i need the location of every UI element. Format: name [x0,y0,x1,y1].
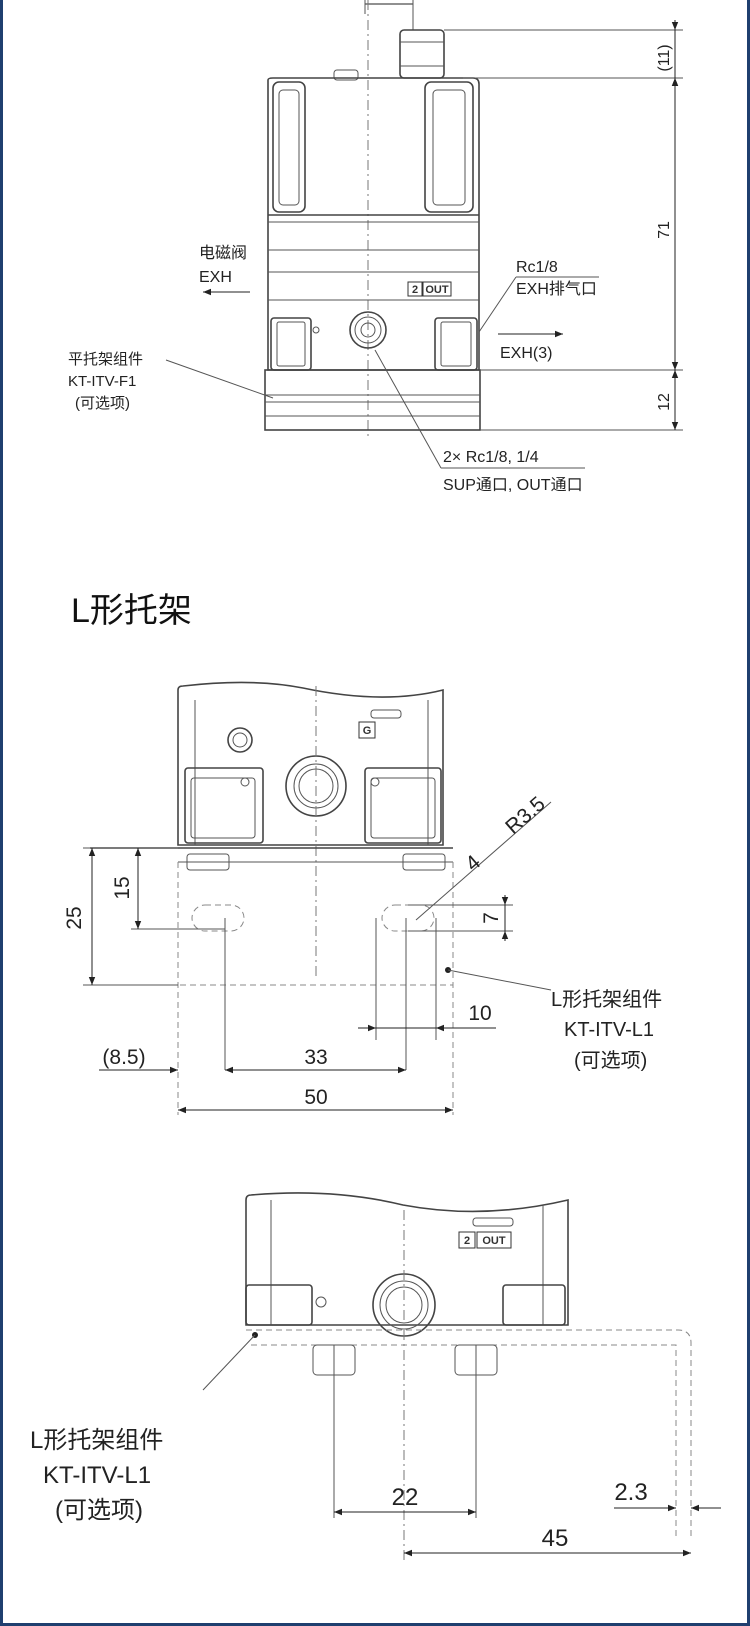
side-l-bracket-label: L形托架组件 [30,1427,163,1454]
solenoid-exh-label: EXH [199,269,232,286]
solenoid-label: 电磁阀 [199,244,247,262]
dim-8-5: (8.5) [102,1046,145,1069]
g-badge [358,721,376,739]
dim-45: 45 [542,1525,569,1552]
front-l-bracket-model: KT-ITV-L1 [564,1019,654,1041]
svg-text:G: G [363,725,372,737]
svg-text:2: 2 [412,284,418,296]
side-body [245,1192,569,1326]
svg-text:2: 2 [464,1235,470,1247]
technical-drawing: 2 OUT (11) 71 12 电磁阀 EXH Rc1/8 EXH排气口 [30,0,721,1560]
side-view: 2 OUT 22 2.3 45 L形托架组件 KT-ITV-L1 ( [30,1192,721,1560]
dim-15: 15 [111,876,134,899]
flat-bracket-label: 平托架组件 [68,351,143,368]
front-view: G 25 15 [63,681,662,1115]
flat-bracket [264,369,481,431]
dim-11: (11) [656,44,673,71]
dim-7: 7 [480,912,503,924]
dim-71: 71 [656,221,673,239]
section-title: L形托架 [71,592,192,630]
front-l-bracket-label: L形托架组件 [551,988,662,1011]
flat-bracket-optional: (可选项) [75,395,130,412]
dim-12: 12 [656,393,673,411]
out-badge: 2 OUT [407,281,452,297]
svg-text:OUT: OUT [425,284,449,296]
front-l-bracket-optional: (可选项) [574,1049,647,1072]
side-out-badge [458,1231,476,1249]
top-view: 2 OUT (11) 71 12 电磁阀 EXH Rc1/8 EXH排气口 [68,0,683,494]
gauge-icon [227,727,253,753]
dim-33: 33 [304,1046,327,1069]
dim-10: 10 [468,1002,491,1025]
regulator-body [267,77,480,371]
side-l-bracket-model: KT-ITV-L1 [43,1462,151,1489]
exh3-label: EXH(3) [500,345,552,362]
svg-text:OUT: OUT [482,1235,506,1247]
top-connector [333,29,445,81]
dim-r3-5: R3.5 [501,792,550,838]
flat-bracket-model: KT-ITV-F1 [68,373,136,390]
dim-2-3: 2.3 [614,1479,647,1506]
exh-port-label: EXH排气口 [516,280,597,298]
rc18-label: Rc1/8 [516,259,558,276]
dim-25: 25 [63,906,86,929]
dim-50: 50 [304,1086,327,1109]
ports-size: 2× Rc1/8, 1/4 [443,449,539,466]
dim-22: 22 [392,1484,419,1511]
side-l-bracket-optional: (可选项) [55,1497,143,1524]
front-body [177,681,444,846]
ports-name: SUP通口, OUT通口 [443,476,583,494]
